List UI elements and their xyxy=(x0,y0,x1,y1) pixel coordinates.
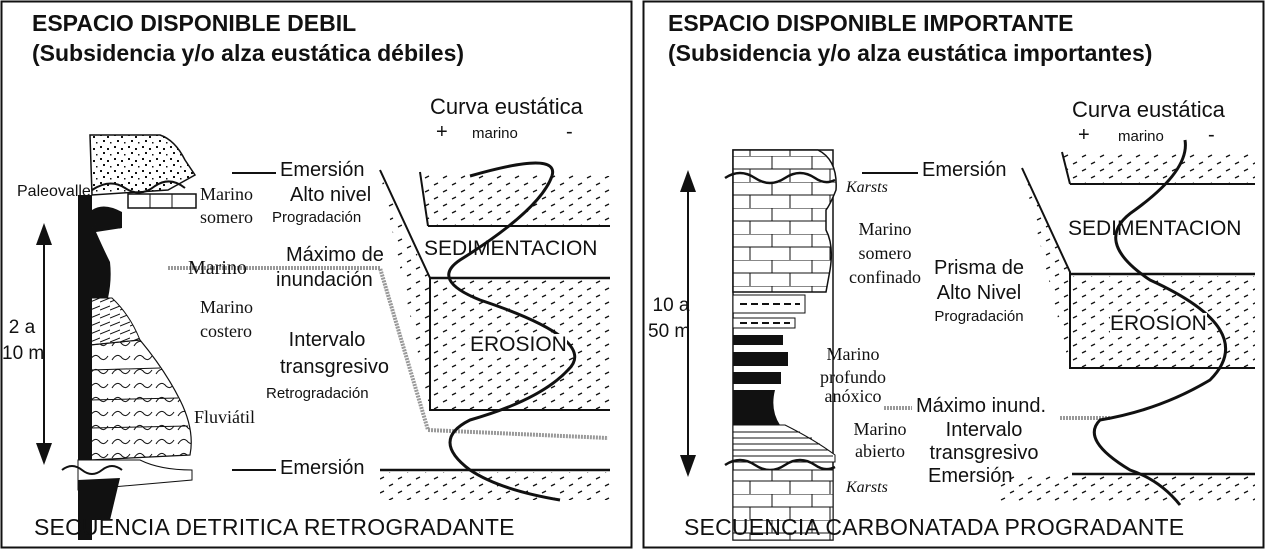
left-maximo-1: Máximo de xyxy=(286,244,384,266)
left-thickness-arrow xyxy=(36,223,52,465)
left-erosion: EROSION xyxy=(470,333,567,357)
right-marino-abierto-2: abierto xyxy=(855,441,905,461)
right-curve-marino: marino xyxy=(1118,128,1164,145)
left-curve-title: Curva eustática xyxy=(430,94,583,119)
right-marino-abierto-1: Marino xyxy=(853,419,907,439)
paleovalle-label: Paleovalle xyxy=(17,183,91,200)
right-intervalo-1: Intervalo xyxy=(945,419,1023,441)
left-curve-plus: + xyxy=(436,121,448,143)
right-marino-somero-3: confinado xyxy=(849,267,921,287)
right-marino-profundo-3: anóxico xyxy=(824,386,882,406)
left-intervalo-1: Intervalo xyxy=(288,329,366,351)
left-curve-minus: - xyxy=(566,121,573,143)
left-sedimentacion: SEDIMENTACION xyxy=(424,237,598,260)
left-thickness-1: 2 a xyxy=(8,317,36,338)
right-intervalo-2: transgresivo xyxy=(929,442,1039,464)
left-marino-costero-1: Marino xyxy=(200,297,253,317)
karsts-top: Karsts xyxy=(846,179,888,196)
left-footer: SECUENCIA DETRITICA RETROGRADANTE xyxy=(34,514,515,540)
right-erosion: EROSION xyxy=(1110,312,1207,336)
left-marino-somero-2: somero xyxy=(200,207,253,227)
right-curve-title: Curva eustática xyxy=(1072,97,1225,122)
right-title-line2: (Subsidencia y/o alza eustática importan… xyxy=(668,40,1153,66)
left-marino-label: Marino xyxy=(188,257,247,279)
right-progradacion-label: Progradación xyxy=(934,308,1024,325)
left-emersion-bottom: Emersión xyxy=(280,457,365,479)
right-curve-plus: + xyxy=(1078,124,1090,146)
right-title-line1: ESPACIO DISPONIBLE IMPORTANTE xyxy=(668,10,1074,36)
left-marino-costero-2: costero xyxy=(200,321,252,341)
right-marino-profundo-2: profundo xyxy=(820,367,886,387)
left-stratigraphic-column xyxy=(61,134,197,540)
left-curve-marino: marino xyxy=(472,125,518,142)
right-footer: SECUENCIA CARBONATADA PROGRADANTE xyxy=(684,514,1185,540)
right-panel-frame xyxy=(642,0,1265,549)
alto-nivel-label: Alto nivel xyxy=(290,184,372,206)
right-thickness-1: 10 a xyxy=(652,295,690,316)
right-emersion-bottom: Emersión xyxy=(928,465,1013,487)
left-emersion-top: Emersión xyxy=(280,159,365,181)
right-curve-minus: - xyxy=(1208,124,1215,146)
right-emersion-top: Emersión xyxy=(922,159,1007,181)
karsts-bottom: Karsts xyxy=(846,479,888,496)
right-sedimentacion: SEDIMENTACION xyxy=(1068,217,1242,240)
left-thickness-2: 10 m xyxy=(2,343,45,364)
prisma-2: Alto Nivel xyxy=(936,282,1022,304)
right-stratigraphic-column xyxy=(724,149,837,541)
left-maximo-2: inundación xyxy=(276,269,373,291)
prisma-1: Prisma de xyxy=(933,257,1025,279)
right-marino-somero-2: somero xyxy=(858,243,912,263)
left-marino-somero-1: Marino xyxy=(200,184,253,204)
left-progradacion-label: Progradación xyxy=(272,209,362,226)
left-title-line1: ESPACIO DISPONIBLE DEBIL xyxy=(32,10,357,36)
fluviatil-label: Fluviátil xyxy=(194,407,256,427)
retrogradacion-label: Retrogradación xyxy=(266,385,369,402)
left-panel-frame xyxy=(0,0,633,549)
right-thickness-arrow xyxy=(680,170,696,477)
right-marino-somero-1: Marino xyxy=(858,219,912,239)
right-marino-profundo-1: Marino xyxy=(826,344,880,364)
right-thickness-2: 50 m xyxy=(648,321,691,342)
left-intervalo-2: transgresivo xyxy=(280,356,389,378)
left-accommodation-wedge xyxy=(379,161,610,502)
left-title-line2: (Subsidencia y/o alza eustática débiles) xyxy=(32,40,465,66)
right-maximo: Máximo inund. xyxy=(916,395,1047,417)
